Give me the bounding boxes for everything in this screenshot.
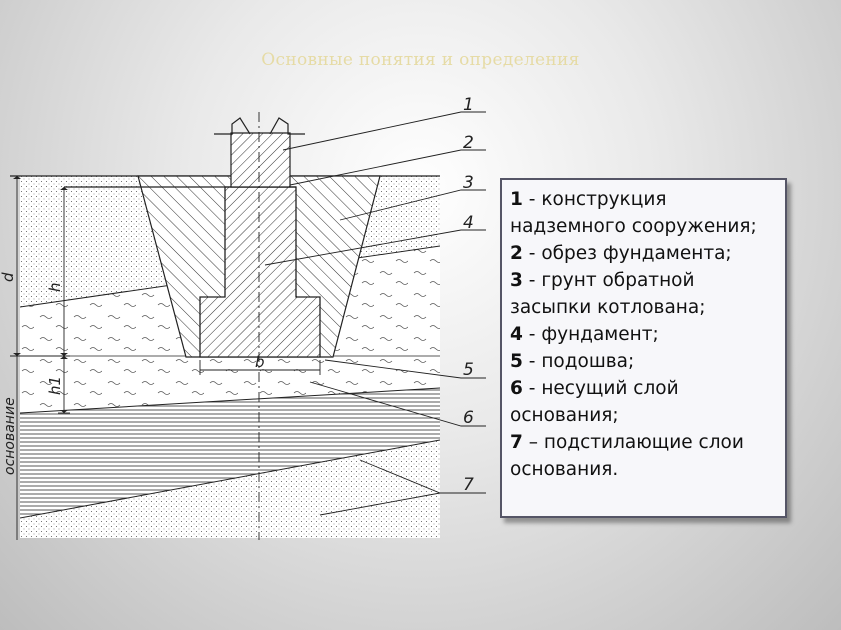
- foundation: [199, 186, 321, 358]
- part-number-2: 2: [463, 133, 474, 153]
- legend-item-1: 1 - конструкция: [510, 189, 667, 210]
- dimension-h1-label: h1: [46, 376, 64, 395]
- legend-box: 1 - конструкция надземного сооружения; 2…: [500, 178, 787, 518]
- legend-item-5: 5 - подошва;: [510, 351, 635, 372]
- legend-item-3-cont: засыпки котлована;: [510, 297, 706, 318]
- dimension-d-label: d: [0, 272, 17, 282]
- part-number-6: 6: [463, 408, 474, 428]
- part-number-5: 5: [463, 360, 474, 380]
- legend-item-6-cont: основания;: [510, 405, 619, 426]
- legend-item-4: 4 - фундамент;: [510, 324, 659, 345]
- legend-item-1-cont: надземного сооружения;: [510, 216, 757, 237]
- legend-item-6: 6 - несущий слой: [510, 378, 679, 399]
- slide-title: Основные понятия и определения: [261, 50, 580, 70]
- dimension-lines: [10, 176, 321, 540]
- part-number-1: 1: [463, 95, 474, 115]
- part-number-7: 7: [463, 475, 474, 495]
- dimension-b-label: b: [255, 353, 265, 371]
- part-number-3: 3: [463, 173, 474, 193]
- legend-item-3: 3 - грунт обратной: [510, 270, 695, 291]
- legend-item-7-cont: основания.: [510, 459, 619, 480]
- part-number-4: 4: [463, 213, 474, 233]
- legend-item-2: 2 - обрез фундамента;: [510, 243, 732, 264]
- leader-lines: [264, 111, 486, 516]
- dimension-osnovanie-label: основание: [2, 397, 18, 475]
- legend-item-7: 7 – подстилающие слои: [510, 432, 744, 453]
- dimension-h-label: h: [46, 282, 64, 292]
- above-ground-structure: [230, 132, 291, 188]
